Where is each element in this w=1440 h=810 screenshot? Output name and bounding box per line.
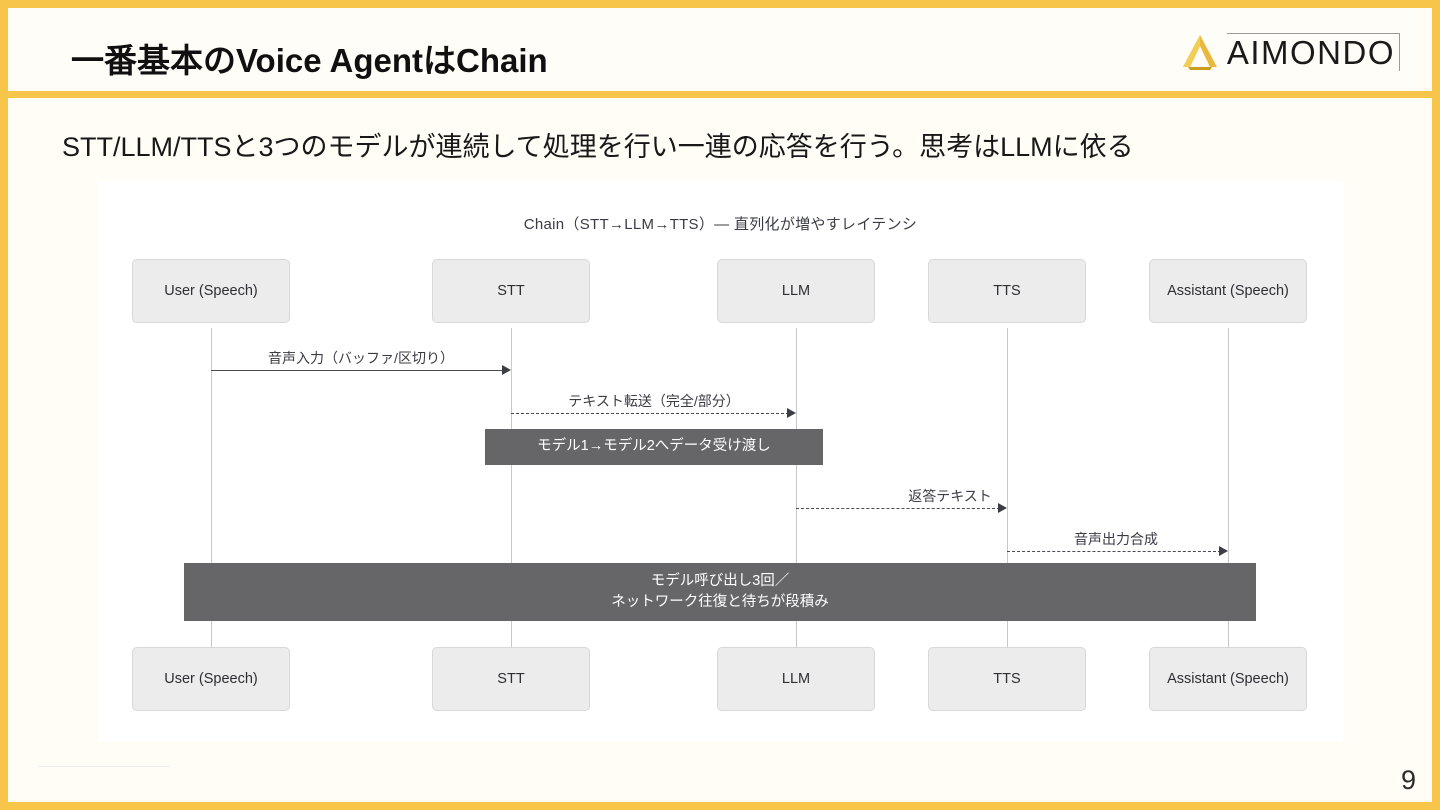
note-model-handoff: モデル1→モデル2へデータ受け渡し (485, 429, 823, 465)
message-label-3: 返答テキスト (908, 488, 992, 504)
lifeline-llm (796, 328, 797, 678)
sequence-diagram: User (Speech) STT LLM TTS Assistant (Spe… (98, 181, 1343, 741)
frame-border-right (1432, 0, 1440, 810)
brand-logo-text: AIMONDO (1226, 33, 1400, 71)
note-latency-line2: ネットワーク往復と待ちが段積み (611, 594, 829, 610)
actor-box-user-top: User (Speech) (132, 259, 290, 323)
brand-logo: AIMONDO (1180, 30, 1400, 74)
page-number: 9 (1400, 765, 1416, 795)
actor-box-stt-bottom: STT (432, 647, 590, 711)
note-latency-line1: モデル呼び出し3回／ (650, 572, 790, 589)
actor-box-stt-top: STT (432, 259, 590, 323)
actor-box-assistant-top: Assistant (Speech) (1149, 259, 1307, 323)
message-label-4: 音声出力合成 (1074, 531, 1158, 547)
lifeline-stt (511, 328, 512, 678)
diagram-title: Chain（STT→LLM→TTS）— 直列化が増やすレイテンシ (523, 216, 918, 233)
actor-box-llm-top: LLM (717, 259, 875, 323)
slide-header: 一番基本のVoice AgentはChain AIMONDO (8, 8, 1432, 91)
lifeline-tts (1007, 328, 1008, 678)
header-divider (8, 91, 1432, 98)
message-arrow-2 (787, 408, 796, 418)
message-line-1 (211, 370, 504, 371)
actor-box-llm-bottom: LLM (717, 647, 875, 711)
actor-box-tts-top: TTS (928, 259, 1086, 323)
frame-border-bottom (0, 802, 1440, 810)
lifeline-user (211, 328, 212, 678)
page-title: 一番基本のVoice AgentはChain (71, 42, 548, 79)
header-plate (18, 8, 1415, 91)
actor-box-assistant-bottom: Assistant (Speech) (1149, 647, 1307, 711)
diagram-panel: Chain（STT→LLM→TTS）— 直列化が増やすレイテンシ User (S… (98, 181, 1343, 741)
actor-box-user-bottom: User (Speech) (132, 647, 290, 711)
message-label-2: テキスト転送（完全/部分） (568, 393, 740, 409)
message-label-1: 音声入力（バッファ/区切り） (268, 350, 454, 366)
lifeline-assistant (1228, 328, 1229, 678)
slide-subtitle: STT/LLM/TTSと3つのモデルが連続して処理を行い一連の応答を行う。思考は… (62, 132, 1134, 162)
message-arrow-1 (502, 365, 511, 375)
frame-border-top (0, 0, 1440, 8)
message-line-3 (796, 508, 1000, 509)
message-line-4 (1007, 551, 1221, 552)
message-arrow-4 (1219, 546, 1228, 556)
frame-border-left (0, 0, 8, 810)
message-line-2 (511, 413, 789, 414)
message-arrow-3 (998, 503, 1007, 513)
note-latency-stacking: モデル呼び出し3回／ ネットワーク往復と待ちが段積み (184, 563, 1256, 621)
actor-box-tts-bottom: TTS (928, 647, 1086, 711)
footer-divider (38, 766, 170, 767)
triangle-logo-icon (1180, 33, 1220, 71)
